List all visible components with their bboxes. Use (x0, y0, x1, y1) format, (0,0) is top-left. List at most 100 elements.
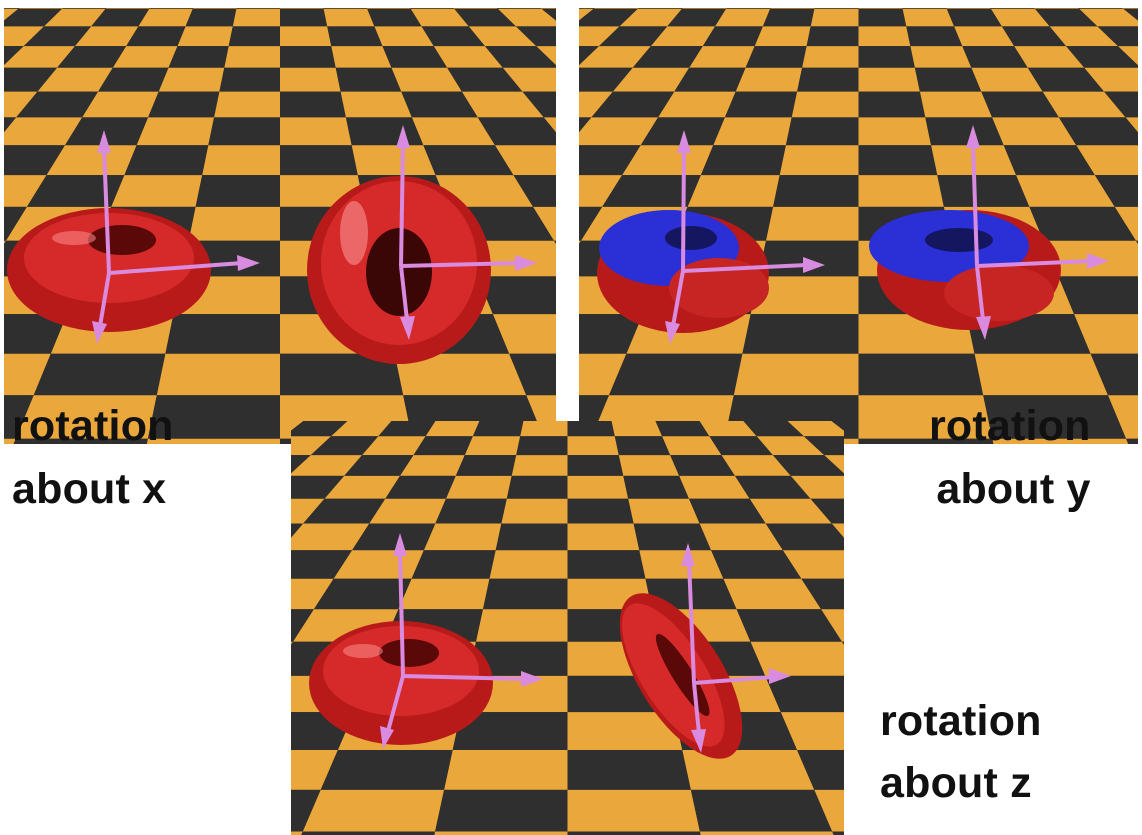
floor-tile (726, 8, 771, 9)
floor-tile (453, 8, 498, 9)
floor-tile (797, 750, 844, 790)
floor-tile (301, 831, 436, 835)
floor-tile (497, 8, 542, 9)
floor-tile (411, 117, 495, 146)
floor-tile (1079, 8, 1138, 27)
floor-tile (413, 436, 473, 456)
floor-tile (340, 91, 412, 118)
floor-tile (579, 145, 641, 176)
floor-tile (138, 8, 193, 27)
floor-tile (452, 712, 568, 750)
floor-tile (628, 498, 700, 524)
floor-tile (382, 46, 448, 68)
floor-tile (700, 145, 786, 176)
floor-tile (699, 523, 783, 551)
axis-arrows-right (681, 543, 791, 753)
rotation-x-scene (4, 8, 556, 444)
floor-tile (446, 475, 512, 499)
floor-tile (567, 550, 646, 579)
floor-tile (124, 145, 209, 176)
floor-tile (520, 421, 568, 437)
axis-arrows-right (396, 125, 537, 340)
floor-tile (177, 26, 233, 47)
floor-tile (302, 789, 445, 832)
floor-tile (579, 26, 620, 47)
floor-tile (690, 789, 833, 832)
floor-tile (567, 789, 700, 832)
floor-tile (188, 206, 280, 241)
floor-tile (313, 578, 412, 610)
axis-arrows-left (92, 130, 260, 344)
floor-tile (762, 8, 815, 27)
floor-tile (611, 421, 663, 437)
floor-tile (754, 26, 811, 47)
floor-tile (1097, 26, 1138, 47)
floor-tile (291, 523, 370, 551)
floor-tile (750, 276, 859, 315)
floor-tile (398, 578, 490, 610)
floor-tile (750, 641, 844, 676)
floor-tile (711, 550, 802, 579)
floor-tile (1034, 8, 1080, 9)
floor-tile (425, 421, 480, 437)
floor-tile (579, 8, 638, 27)
floor-tile (434, 831, 568, 835)
floor-tile (378, 421, 436, 437)
floor-tile (112, 46, 178, 68)
floor-tile (992, 438, 1129, 444)
floor-tile (992, 117, 1077, 146)
floor-tile (1014, 46, 1085, 68)
floor-tile (345, 117, 424, 146)
caption-rotation-z: rotation about z (880, 700, 1042, 805)
caption-line1: rotation (880, 697, 1042, 745)
floor-tile (435, 789, 568, 832)
floor-tile (1058, 276, 1138, 315)
floor-tile (291, 455, 363, 476)
floor-tile (579, 353, 627, 396)
floor-tile (858, 26, 911, 47)
floor-tile (806, 26, 859, 47)
floor-tile (674, 67, 746, 92)
floor-tile (280, 145, 358, 176)
floor-tile (331, 46, 392, 68)
floor-tile (4, 395, 34, 439)
floor-tile (219, 67, 280, 92)
floor-tile (637, 8, 683, 9)
caption-line1: rotation (12, 402, 174, 450)
floor-tile (567, 498, 634, 524)
floor-tile (4, 117, 17, 133)
floor-tile (435, 498, 507, 524)
floor-tile (435, 175, 534, 207)
floor-tile (858, 8, 903, 9)
floor-tile (468, 26, 537, 47)
floor-tile (787, 421, 844, 437)
floor-tile (1027, 67, 1105, 92)
floor-tile (185, 8, 237, 27)
floor-tile (1058, 117, 1138, 146)
floor-tile (682, 8, 727, 9)
floor-tile (910, 46, 972, 68)
floor-tile (713, 117, 792, 146)
floor-tile (971, 67, 1043, 92)
floor-tile (33, 353, 166, 396)
floor-tile (609, 353, 743, 396)
floor-tile (136, 117, 215, 146)
floor-tile (501, 498, 568, 524)
axis-arrows-left (380, 533, 543, 749)
floor-tile (411, 550, 496, 579)
floor-tile (291, 789, 321, 832)
floor-tile (13, 438, 148, 444)
floor-tile (821, 609, 844, 642)
floor-tile (75, 26, 139, 47)
floor-tile (369, 498, 446, 524)
floor-tile (516, 436, 568, 456)
floor-tile (946, 8, 991, 9)
floor-tile (57, 46, 127, 68)
floor-tile (650, 26, 716, 47)
floor-tile (522, 91, 556, 118)
floor-tile (735, 67, 803, 92)
floor-tile (323, 8, 368, 9)
floor-tile (280, 353, 404, 396)
floor-tile (4, 67, 58, 92)
floor-tile (485, 46, 556, 68)
